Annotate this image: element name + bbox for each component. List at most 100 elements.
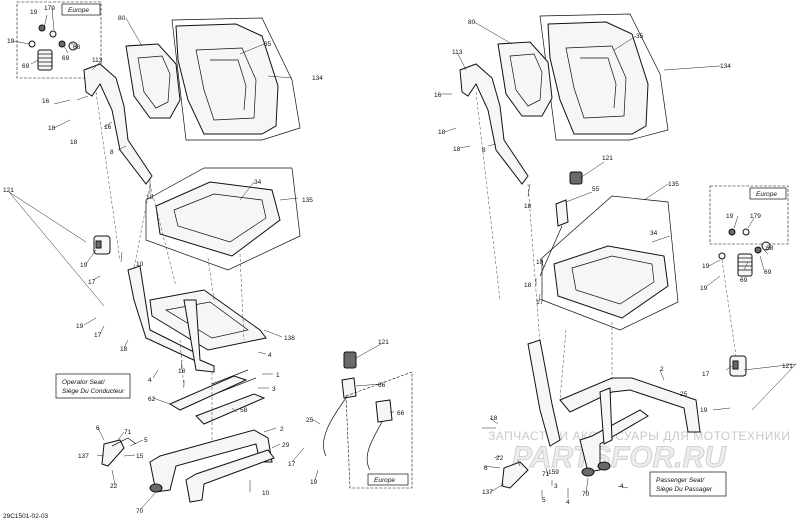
operator-caption-box bbox=[55, 373, 131, 399]
backrest-box-left bbox=[171, 17, 301, 141]
callout-2-b: 2 bbox=[660, 366, 664, 373]
callout-62: 62 bbox=[148, 396, 156, 403]
nut-69-part bbox=[58, 40, 66, 48]
backrest-box-right bbox=[539, 13, 669, 141]
callout-35-a: 35 bbox=[264, 41, 272, 48]
seat-box-right bbox=[541, 195, 679, 331]
seat-cushion-left bbox=[155, 181, 281, 257]
callout-4-c: 4 bbox=[620, 483, 624, 490]
backrest-cushion-left bbox=[175, 23, 279, 135]
washer-68-right bbox=[761, 241, 771, 251]
callout-6-a: 6 bbox=[96, 425, 100, 432]
callout-18-f: 18 bbox=[438, 129, 446, 136]
callout-80-a: 80 bbox=[118, 15, 126, 22]
callout-18-i: 18 bbox=[524, 282, 532, 289]
callout-8-a: 8 bbox=[110, 149, 114, 156]
callout-121-b: 121 bbox=[378, 339, 389, 346]
operator-caption-line1: Operator Seat/ bbox=[62, 379, 106, 386]
callout-121-a: 121 bbox=[3, 187, 14, 194]
callout-137-b: 137 bbox=[482, 489, 493, 496]
callout-18-a: 18 bbox=[48, 125, 56, 132]
callout-137-a: 137 bbox=[78, 453, 89, 460]
callout-66-a: 66 bbox=[378, 382, 386, 389]
washer-179-right bbox=[742, 228, 750, 236]
drawing-code: 29C1501-02-03 bbox=[3, 513, 49, 520]
callout-19-c: 19 bbox=[80, 262, 88, 269]
callout-22-b: 22 bbox=[496, 455, 504, 462]
europe-tag-top-left bbox=[61, 3, 101, 16]
watermark-logo: PARTSFOR.RU bbox=[512, 441, 727, 474]
callout-68-b: 68 bbox=[766, 245, 774, 252]
latch-121-right-2 bbox=[729, 355, 747, 377]
callout-69-d: 69 bbox=[764, 269, 772, 276]
callout-121-c: 121 bbox=[602, 155, 613, 162]
callout-17-e: 17 bbox=[702, 371, 710, 378]
backrest-cushion-right bbox=[547, 21, 649, 135]
nut-69-right bbox=[754, 246, 762, 254]
release-lever-right bbox=[501, 461, 529, 489]
callout-4-b: 4 bbox=[148, 377, 152, 384]
europe-box-top-left bbox=[16, 1, 102, 79]
watermark-text: ЗАПЧАСТИ И АКСЕССУАРЫ ДЛЯ МОТОТЕХНИКИ bbox=[488, 429, 790, 443]
callout-17-c: 17 bbox=[288, 461, 296, 468]
callout-71-b: 71 bbox=[542, 471, 550, 478]
callout-18-g: 18 bbox=[453, 146, 461, 153]
seat-frame-left bbox=[127, 265, 267, 373]
seat-belt-buckle-left-2 bbox=[366, 399, 393, 471]
callout-18-d: 18 bbox=[120, 346, 128, 353]
callout-2-a: 2 bbox=[280, 426, 284, 433]
callout-138: 138 bbox=[284, 335, 295, 342]
seat-belt-buckle-left-1 bbox=[323, 377, 357, 457]
europe-box-right bbox=[709, 185, 789, 245]
callout-1: 1 bbox=[276, 372, 280, 379]
callout-16-a: 16 bbox=[42, 98, 50, 105]
callout-4-d: 4 bbox=[566, 499, 570, 506]
callout-6-b: 6 bbox=[484, 465, 488, 472]
nut-19-right bbox=[718, 252, 726, 260]
europe-caption-right: Europe bbox=[756, 191, 777, 198]
bumper-right-2 bbox=[597, 461, 611, 471]
callout-18-b: 18 bbox=[70, 139, 78, 146]
latch-121-right bbox=[569, 171, 583, 185]
lower-frame-left bbox=[149, 429, 275, 503]
left-callouts: 19 179 19 69 69 68 80 35 134 113 16 16 1… bbox=[3, 5, 405, 515]
callout-159: 159 bbox=[548, 469, 559, 476]
callout-113-b: 113 bbox=[452, 49, 463, 56]
europe-tag-right bbox=[749, 187, 787, 200]
europe-tag-bottom bbox=[367, 473, 409, 486]
callout-18-h: 18 bbox=[524, 203, 532, 210]
callout-29: 29 bbox=[282, 442, 290, 449]
europe-caption-bottom: Europe bbox=[374, 477, 395, 484]
callout-58: 58 bbox=[240, 407, 248, 414]
callout-15: 15 bbox=[136, 453, 144, 460]
callout-179-b: 179 bbox=[750, 213, 761, 220]
callout-5-b: 5 bbox=[542, 497, 546, 504]
seat-belt-retractor-right bbox=[539, 171, 583, 277]
callout-8-b: 8 bbox=[482, 147, 486, 154]
callout-121-d: 121 bbox=[782, 363, 793, 370]
callout-113-a: 113 bbox=[92, 57, 103, 64]
seat-frame-right bbox=[527, 339, 701, 473]
callout-18-c: 18 bbox=[146, 194, 154, 201]
seat-box-left bbox=[145, 167, 301, 271]
callout-69-c: 69 bbox=[740, 277, 748, 284]
callout-70-a: 70 bbox=[136, 508, 144, 515]
callout-10-b: 10 bbox=[262, 490, 270, 497]
europe-box-bottom bbox=[345, 371, 413, 489]
callout-19-f: 19 bbox=[726, 213, 734, 220]
callout-16-c: 16 bbox=[434, 92, 442, 99]
seat-spring-part bbox=[37, 49, 53, 71]
callout-34-b: 34 bbox=[650, 230, 658, 237]
passenger-caption-line1: Passenger Seat/ bbox=[656, 477, 705, 484]
callout-19-e: 19 bbox=[310, 479, 318, 486]
callout-3-b: 3 bbox=[554, 483, 558, 490]
callout-4-a: 4 bbox=[268, 352, 272, 359]
passenger-caption-line2: Siège Du Passager bbox=[656, 486, 713, 493]
callout-10-a: 10 bbox=[136, 261, 144, 268]
bolt-19-right bbox=[728, 228, 736, 236]
operator-caption-line2: Siège Du Conducteur bbox=[62, 388, 125, 395]
callout-18-e: 18 bbox=[178, 368, 186, 375]
callout-68-a: 68 bbox=[73, 44, 81, 51]
callout-25-a: 25 bbox=[306, 417, 314, 424]
